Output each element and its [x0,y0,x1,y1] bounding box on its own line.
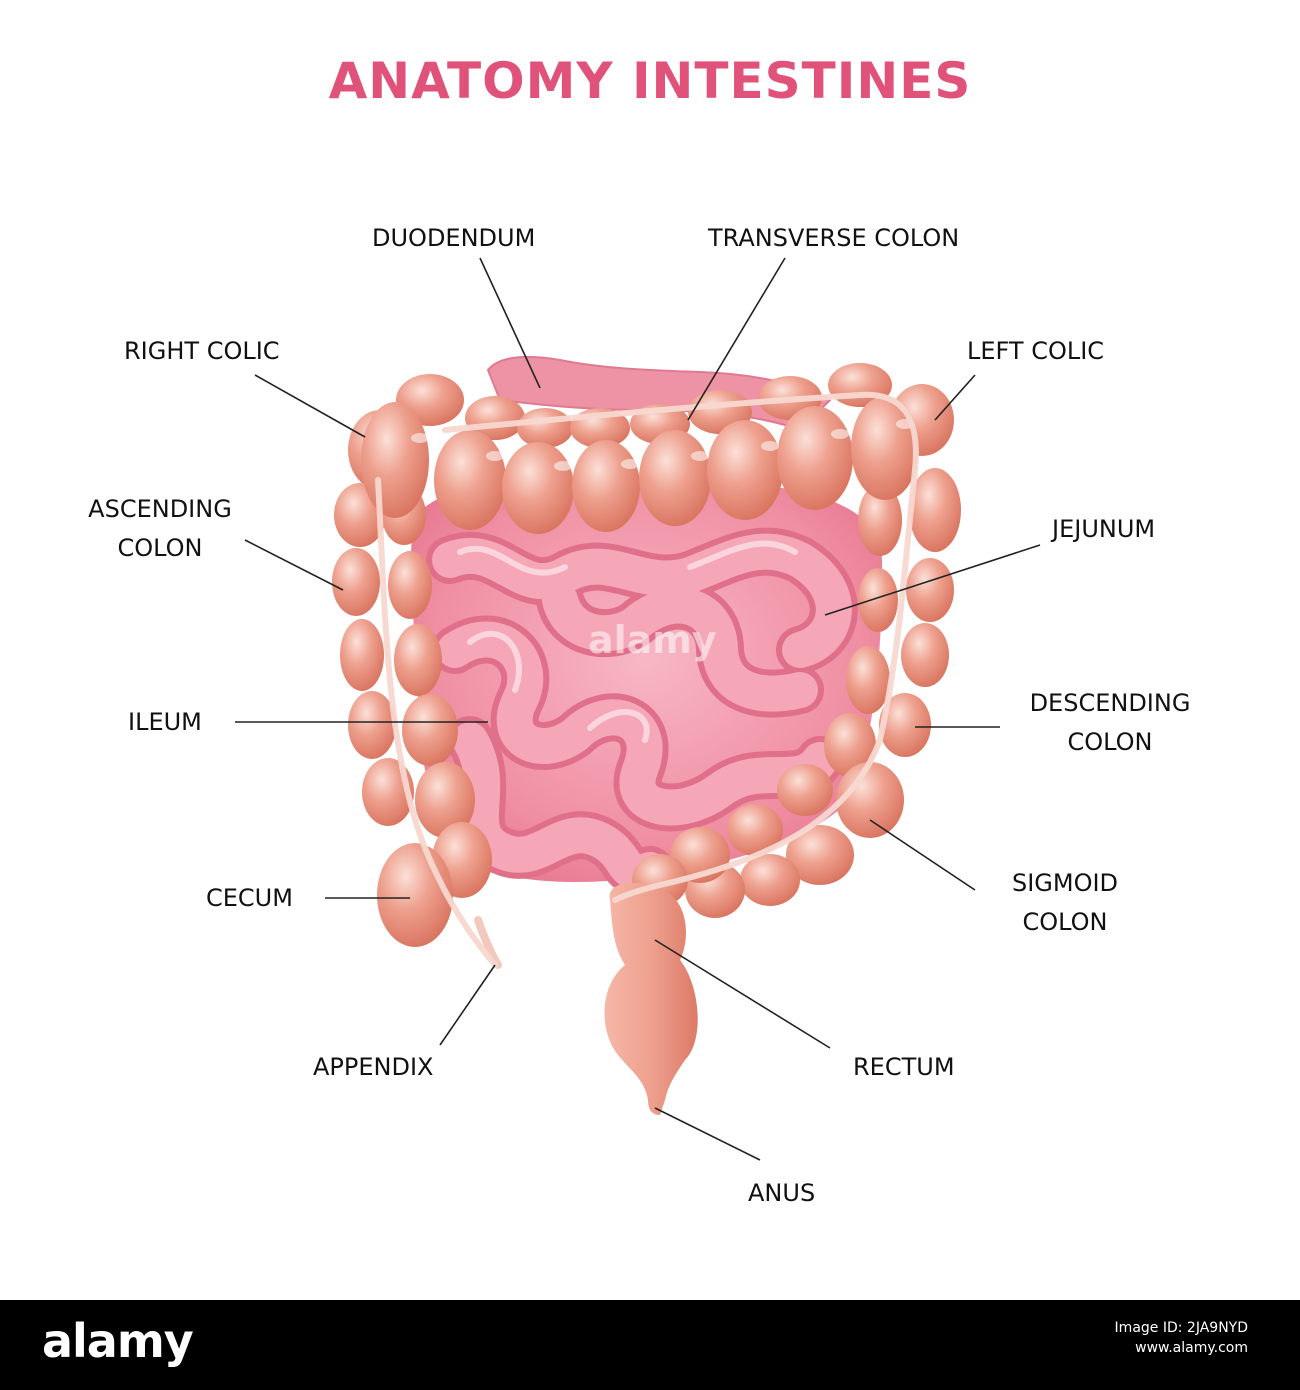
label-descending-colon-line2: COLON [1067,728,1153,756]
watermark: alamy [588,618,717,662]
descending-colon [824,384,961,777]
label-transverse-colon: TRANSVERSE COLON [708,224,960,252]
label-ascending-colon: ASCENDING COLON [65,490,255,568]
image-info: Image ID: 2JA9NYD www.alamy.com [1115,1318,1248,1358]
brand-logo: alamy [42,1314,194,1368]
footer-bar: alamy Image ID: 2JA9NYD www.alamy.com [0,1300,1300,1390]
label-jejunum: JEJUNUM [1052,515,1156,543]
label-sigmoid-colon-line1: SIGMOID [1011,869,1119,897]
label-rectum: RECTUM [853,1053,955,1081]
label-left-colic: LEFT COLIC [967,337,1105,365]
label-descending-colon-line1: DESCENDING [1029,689,1191,717]
intestines-illustration [235,257,1041,1161]
label-sigmoid-colon-line2: COLON [1022,908,1108,936]
label-ascending-colon-line1: ASCENDING [88,495,232,523]
label-ileum: ILEUM [128,708,202,736]
diagram-canvas: ANATOMY INTESTINES [65,52,1215,1207]
label-ascending-colon-line2: COLON [117,534,203,562]
label-duodendum: DUODENDUM [372,224,536,252]
image-id: Image ID: 2JA9NYD [1114,1320,1248,1336]
rectum-shape [604,883,698,1115]
label-anus: ANUS [748,1179,816,1207]
colon-highlights [411,419,914,471]
label-cecum: CECUM [206,884,293,912]
cecum-shape [377,843,453,947]
page-title: ANATOMY INTESTINES [328,52,972,110]
label-sigmoid-colon: SIGMOID COLON [985,864,1145,942]
small-intestine-loops [426,527,858,897]
site-url: www.alamy.com [1135,1340,1248,1356]
taenia-bands [375,391,919,968]
leader-lines [235,257,1041,1161]
label-descending-colon: DESCENDING COLON [1005,684,1215,762]
sigmoid-colon [632,762,904,918]
label-right-colic: RIGHT COLIC [124,337,280,365]
label-appendix: APPENDIX [313,1053,434,1081]
